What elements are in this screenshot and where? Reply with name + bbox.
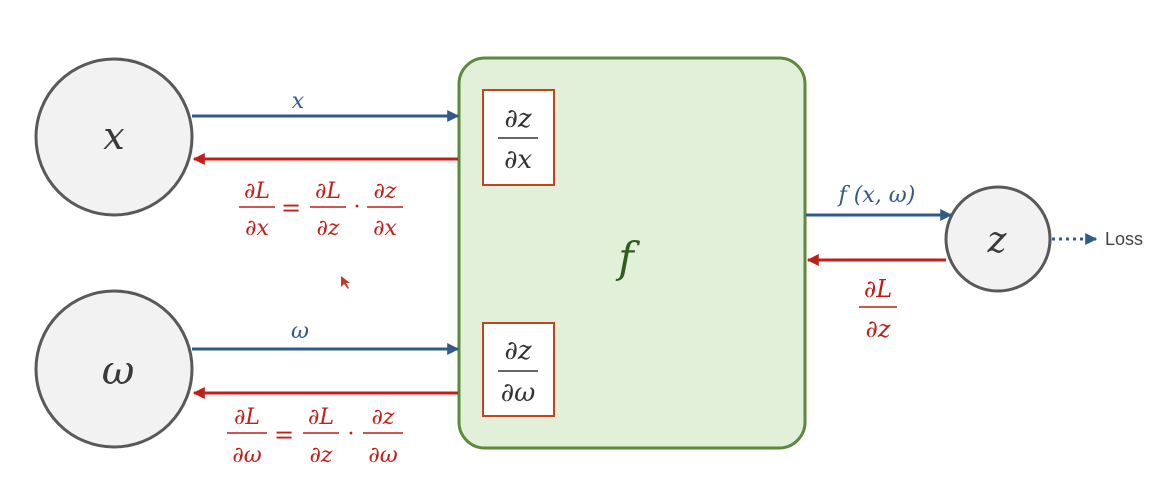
dL-dx-t1-den: ∂z [317, 216, 340, 241]
loss-label: Loss [1105, 229, 1143, 249]
dz-domega-denominator: ∂ω [501, 378, 536, 408]
forward-arrow-omega-label: ω [291, 319, 309, 344]
dL-dx-lhs-den: ∂x [245, 216, 269, 241]
dL-dx-dot: · [354, 195, 361, 220]
dL-domega-t2-num: ∂z [372, 405, 395, 430]
dL-dx-t2-num: ∂z [374, 179, 397, 204]
local-grad-dz-domega: ∂z ∂ω [482, 322, 555, 417]
node-z-label: z [987, 220, 1008, 261]
forward-output-label: f (x, ω) [837, 183, 916, 208]
dL-domega-t1-num: ∂L [308, 405, 334, 430]
dL-domega-t1-den: ∂z [310, 443, 333, 468]
node-omega-label: ω [102, 348, 135, 394]
grad-dL-dz: ∂L ∂z [859, 275, 897, 343]
dz-domega-numerator: ∂z [504, 336, 531, 366]
dL-dx-lhs-num: ∂L [244, 179, 270, 204]
dL-dz-num: ∂L [864, 275, 892, 303]
forward-arrow-x-label: x [292, 89, 305, 114]
node-x-label: x [103, 114, 124, 158]
dL-domega-lhs-num: ∂L [234, 405, 260, 430]
dL-domega-lhs-den: ∂ω [232, 443, 261, 468]
dz-dx-numerator: ∂z [504, 104, 531, 134]
dL-domega-t2-den: ∂ω [368, 443, 397, 468]
chain-rule-dL-domega: ∂L ∂ω = ∂L ∂z · ∂z ∂ω [227, 405, 403, 468]
dL-domega-equals: = [274, 421, 294, 449]
chain-rule-dL-dx: ∂L ∂x = ∂L ∂z · ∂z ∂x [239, 179, 403, 241]
local-grad-dz-dx: ∂z ∂x [482, 89, 555, 186]
dL-domega-dot: · [348, 422, 355, 447]
node-x: x [34, 57, 194, 217]
node-z: z [944, 185, 1052, 293]
dL-dx-t2-den: ∂x [373, 216, 397, 241]
dL-dx-t1-num: ∂L [315, 179, 341, 204]
dz-dx-denominator: ∂x [504, 145, 532, 175]
dL-dz-den: ∂z [865, 315, 890, 343]
dL-dx-equals: = [281, 194, 301, 222]
node-omega: ω [34, 289, 194, 449]
mouse-cursor-icon [341, 276, 350, 289]
